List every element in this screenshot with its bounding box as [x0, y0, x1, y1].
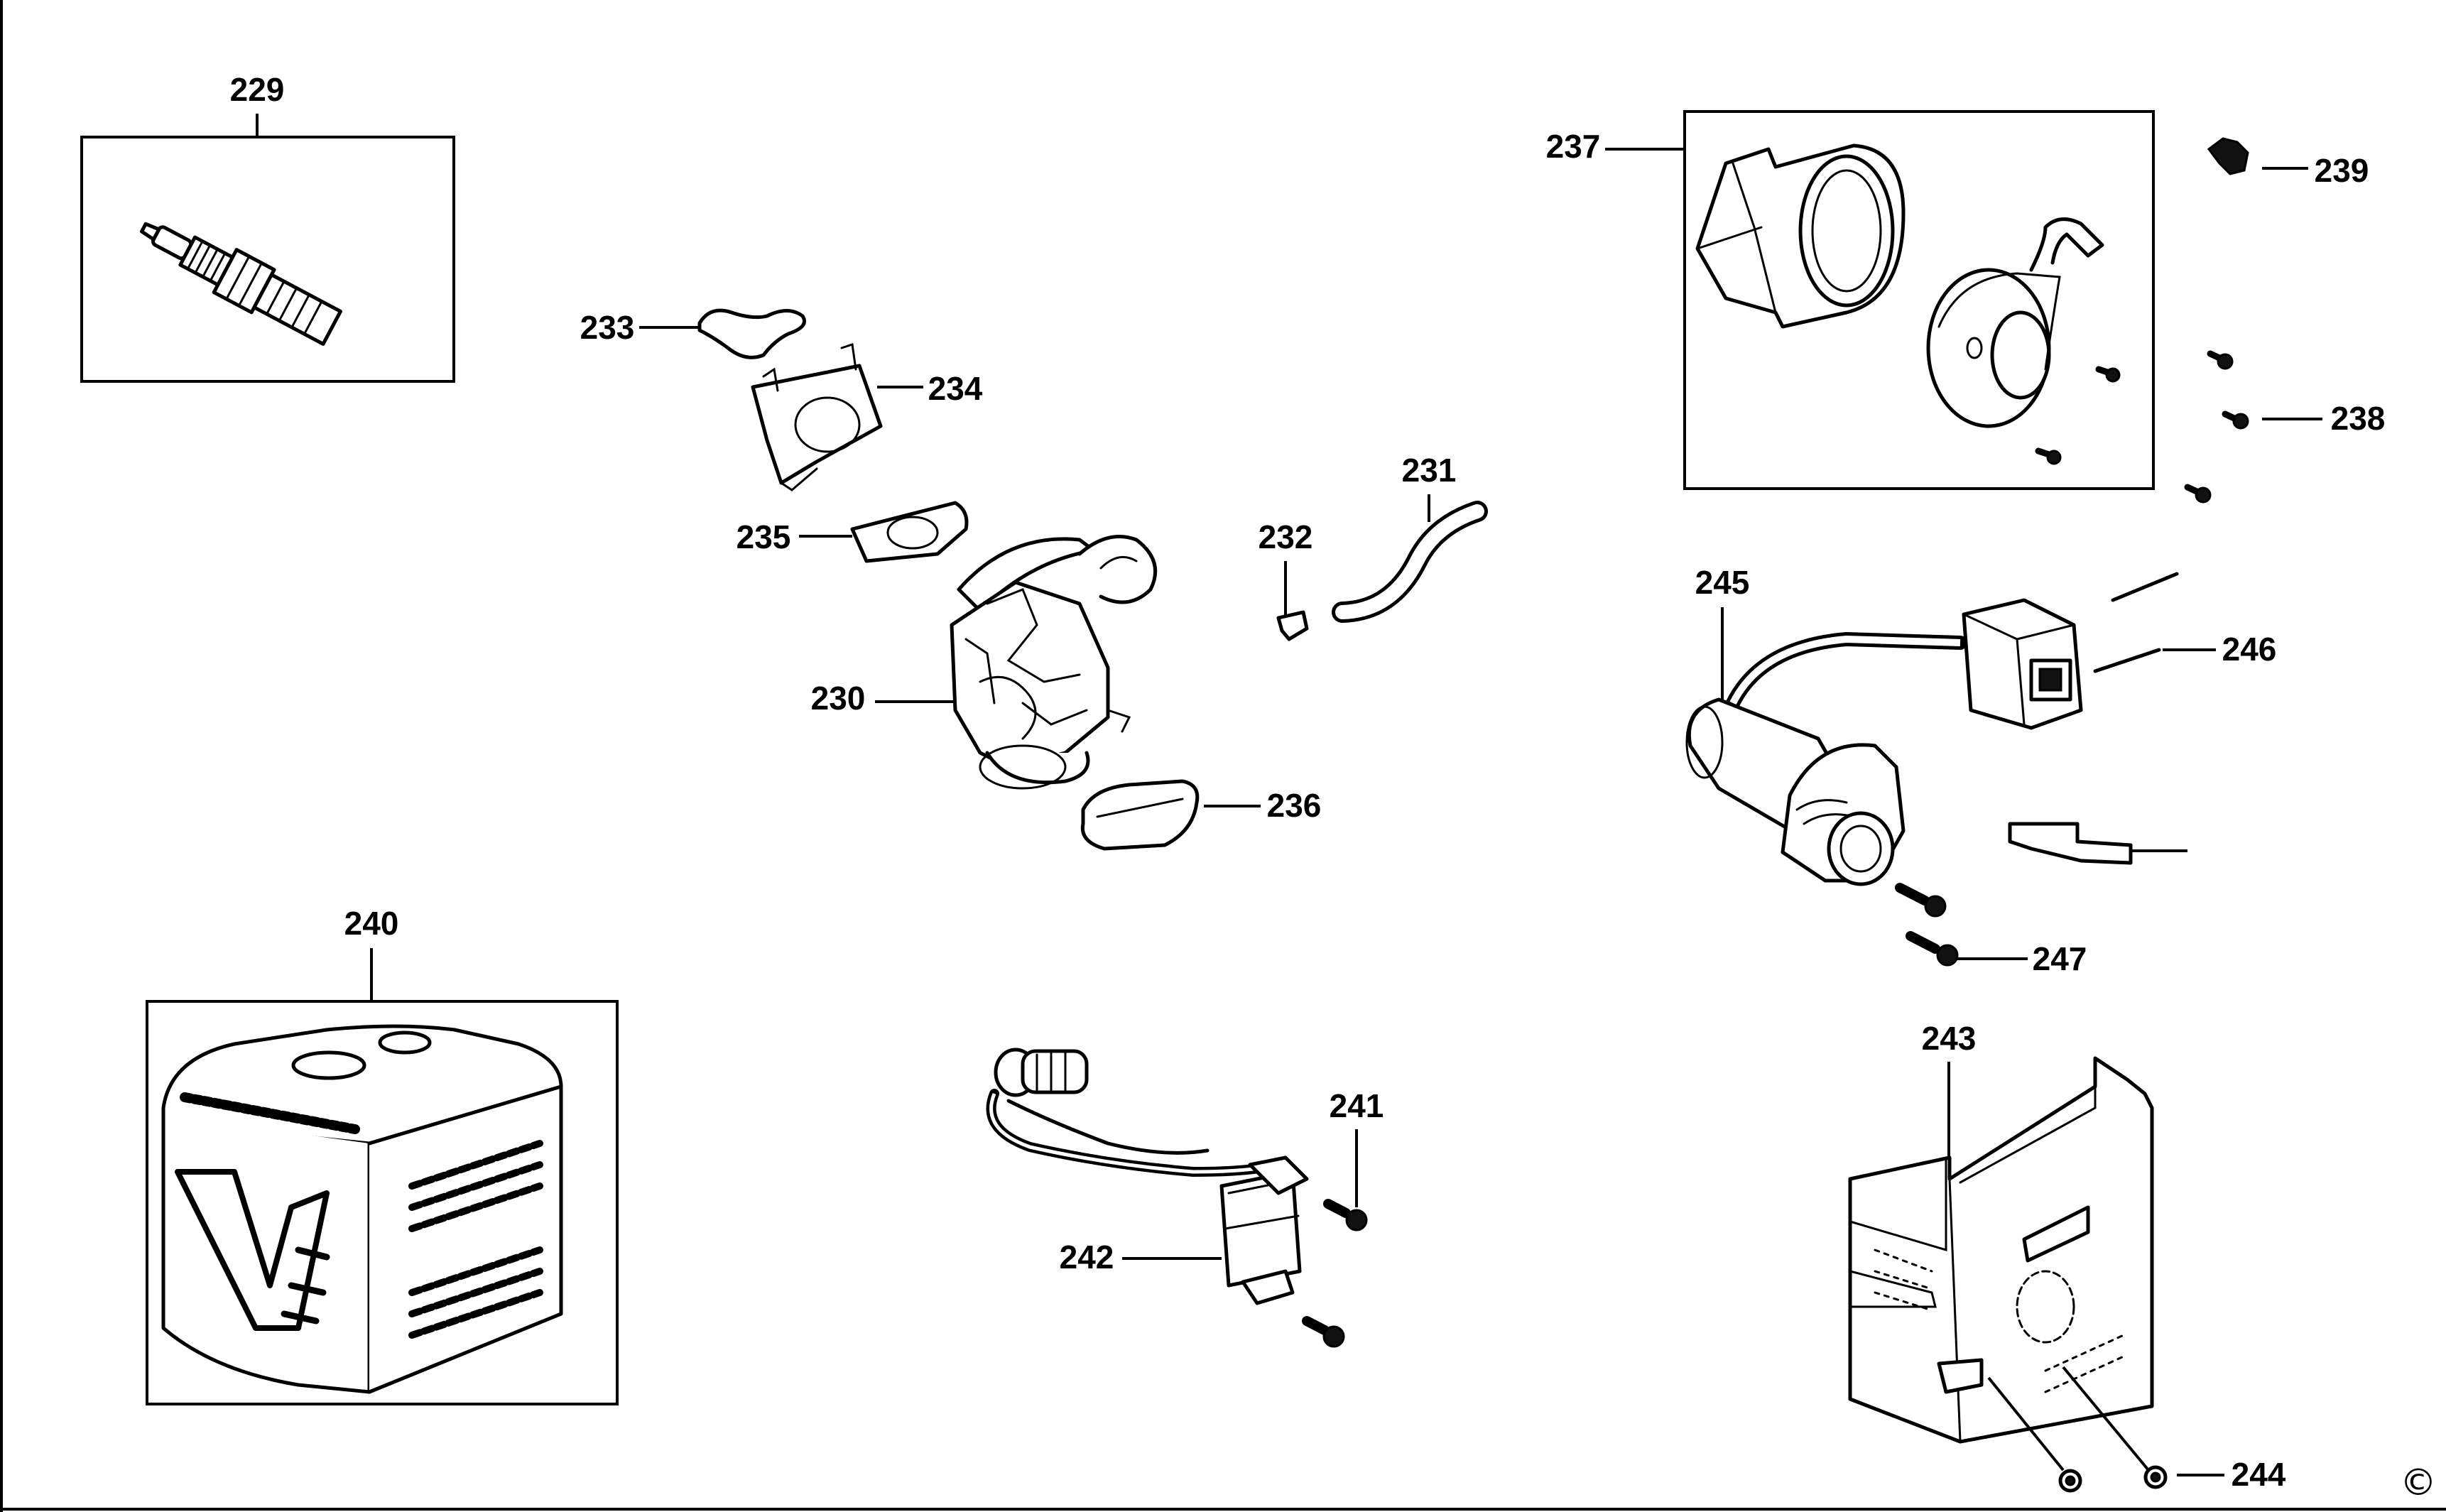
clip-239-icon — [2207, 137, 2249, 175]
part-229-group: 229 — [80, 71, 455, 383]
part-238-group: 238 — [2184, 350, 2386, 504]
part-237-group: 237 — [1546, 110, 2155, 490]
leader-244-b — [2062, 1366, 2150, 1472]
part-246-group: 246 — [2093, 631, 2277, 673]
screw-icon — [2095, 366, 2121, 383]
part-229-box — [80, 136, 455, 383]
recoil-starter-icon — [1926, 217, 2104, 428]
part-240-box — [146, 1000, 619, 1405]
part-245-group: 245 — [1685, 564, 2187, 886]
part-242-group: 242 — [986, 1048, 1309, 1305]
screw-icon — [2207, 350, 2234, 370]
part-234-group: 234 — [751, 343, 983, 491]
part-number-247: 247 — [2033, 940, 2087, 977]
gasket-233-icon — [697, 308, 806, 359]
part-number-241: 241 — [1330, 1087, 1384, 1124]
filter-element-icon — [1080, 779, 1200, 851]
part-244-group: 244 — [1987, 1366, 2286, 1493]
part-243-group: 243 — [1848, 1020, 2154, 1444]
part-number-232: 232 — [1259, 518, 1313, 555]
part-230-group: 230 — [811, 535, 1158, 790]
part-239-group: 239 — [2207, 137, 2369, 189]
copyright-symbol: © — [2400, 1462, 2437, 1504]
part-number-230: 230 — [811, 680, 866, 717]
part-236-group: 236 — [1080, 779, 1322, 851]
part-235-group: 235 — [736, 501, 969, 563]
bolt-icon — [1323, 1199, 1368, 1231]
part-number-239: 239 — [2315, 152, 2369, 189]
part-237-box — [1683, 110, 2155, 490]
fuel-tank-cover-icon — [161, 1024, 563, 1394]
part-number-236: 236 — [1267, 787, 1322, 824]
part-number-237: 237 — [1546, 128, 1601, 165]
bolt-icon — [1302, 1316, 1345, 1348]
part-247-group: 247 — [1895, 883, 2087, 977]
part-number-245: 245 — [1695, 564, 1750, 601]
ignition-coil-icon — [986, 1048, 1309, 1305]
mounting-bracket-icon — [2008, 822, 2133, 865]
part-232-group: 232 — [1259, 518, 1313, 641]
wire-246-icon — [2093, 648, 2161, 673]
wire-icon — [2111, 572, 2179, 602]
part-number-235: 235 — [736, 518, 791, 555]
part-number-240: 240 — [344, 905, 399, 942]
starter-relay-icon — [1962, 598, 2083, 730]
gasket-235-icon — [850, 501, 969, 563]
hose-clip-icon — [1276, 610, 1309, 641]
leader-244-a — [1987, 1376, 2065, 1472]
part-241-group: 241 — [1302, 1087, 1384, 1348]
nut-icon — [2058, 1469, 2082, 1493]
starter-motor-icon — [1685, 631, 1967, 886]
bolt-icon — [1906, 931, 1959, 967]
part-number-234: 234 — [928, 370, 983, 407]
part-number-243: 243 — [1922, 1020, 1977, 1057]
insulator-plate-icon — [751, 343, 883, 491]
screw-icon — [2035, 447, 2062, 465]
part-number-244: 244 — [2232, 1456, 2286, 1493]
screw-icon — [2184, 484, 2212, 504]
part-231-group: 231 — [1332, 452, 1488, 623]
bolt-icon — [1895, 883, 1947, 918]
carburetor-icon — [950, 535, 1158, 790]
heat-shield-icon — [1848, 1056, 2154, 1444]
part-number-231: 231 — [1402, 452, 1457, 489]
part-number-246: 246 — [2222, 631, 2277, 668]
part-number-233: 233 — [580, 309, 635, 346]
part-number-238: 238 — [2331, 400, 2386, 437]
nut-icon — [2143, 1465, 2168, 1489]
spark-plug-icon — [140, 222, 342, 346]
part-240-group: 240 — [146, 905, 619, 1405]
part-number-242: 242 — [1060, 1239, 1114, 1276]
part-number-229: 229 — [230, 71, 285, 108]
part-233-group: 233 — [580, 308, 806, 359]
screw-icon — [2222, 410, 2249, 430]
fan-cover-icon — [1695, 143, 1906, 329]
